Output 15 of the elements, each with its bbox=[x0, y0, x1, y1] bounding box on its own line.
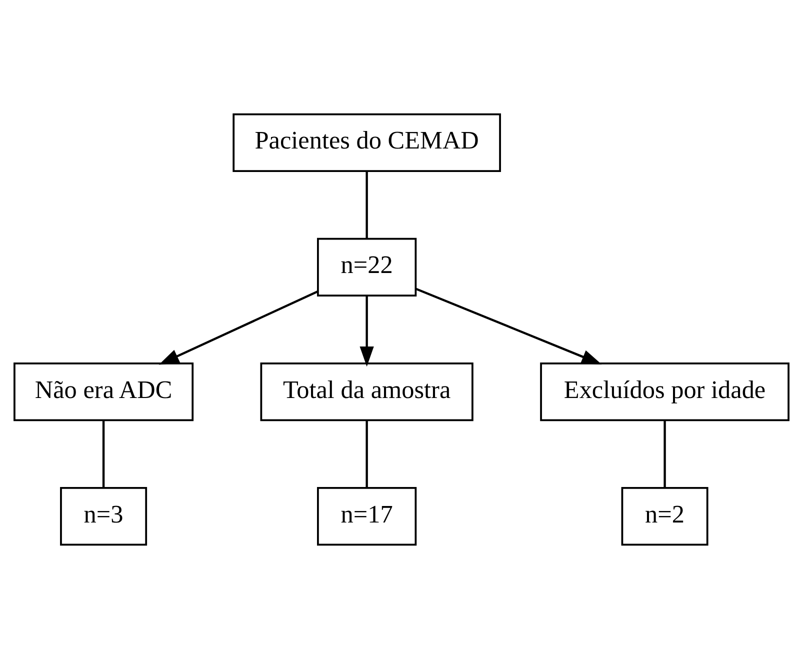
node-box: Excluídos por idade bbox=[540, 362, 790, 422]
arrow bbox=[158, 290, 318, 365]
node-box: Pacientes do CEMAD bbox=[232, 113, 501, 172]
connector bbox=[102, 420, 105, 488]
node-box: n=17 bbox=[317, 487, 417, 546]
node-box: Total da amostra bbox=[260, 362, 474, 422]
connector bbox=[366, 171, 368, 239]
arrow bbox=[416, 288, 602, 365]
node-box: n=22 bbox=[317, 238, 417, 297]
connector bbox=[366, 420, 368, 488]
arrow bbox=[360, 296, 374, 367]
node-box: n=2 bbox=[621, 487, 708, 546]
connector bbox=[664, 420, 666, 488]
node-box: n=3 bbox=[60, 487, 148, 546]
node-box: Não era ADC bbox=[14, 362, 194, 422]
